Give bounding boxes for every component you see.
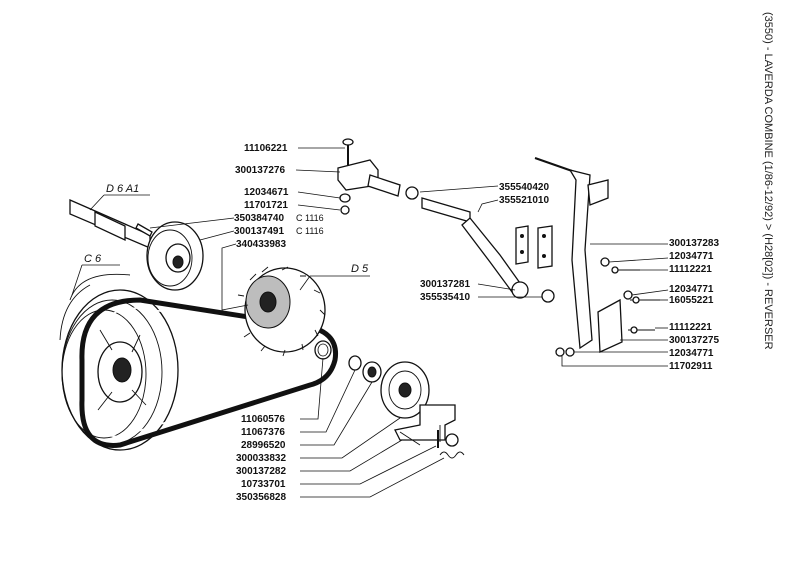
callout-pn: 11702911 bbox=[669, 361, 713, 372]
callouts-right: 300137283 12034771 11112221 12034771 160… bbox=[561, 238, 719, 372]
spring-350356828 bbox=[439, 433, 465, 459]
ref-d6a1: D 6 A1 bbox=[106, 183, 139, 195]
callout-pn: 28996520 bbox=[241, 440, 286, 451]
callout-pn: 16055221 bbox=[669, 295, 714, 306]
washer-355535410 bbox=[541, 289, 555, 303]
plates-small bbox=[515, 225, 553, 269]
bracket-300137276 bbox=[337, 159, 401, 197]
callout-pn: 355540420 bbox=[499, 182, 549, 193]
callout-pn: 12034671 bbox=[244, 187, 289, 198]
callout-pn: 350384740 bbox=[234, 213, 284, 224]
callout-pn: 11060576 bbox=[241, 414, 285, 425]
shaft-assembly bbox=[69, 199, 204, 291]
callout-pn: 355535410 bbox=[420, 292, 470, 303]
washers-small bbox=[339, 193, 351, 215]
circlip-11060576 bbox=[314, 340, 332, 360]
callout-pn: 300137491 bbox=[234, 226, 284, 237]
callout-pn: 11112221 bbox=[669, 322, 712, 333]
gear-d5 bbox=[237, 266, 326, 357]
callouts-mid: 355540420 355521010 300137281 355535410 bbox=[419, 182, 549, 303]
callout-pn: 12034771 bbox=[669, 348, 714, 359]
bolt-11106221 bbox=[342, 138, 354, 165]
right-small-parts bbox=[555, 257, 660, 357]
callout-pn: 355521010 bbox=[499, 195, 549, 206]
callout-pn: 300137276 bbox=[235, 165, 285, 176]
callout-pn: 340433983 bbox=[236, 239, 286, 250]
callout-pn: 300137275 bbox=[669, 335, 719, 346]
drive-belt bbox=[79, 297, 339, 448]
bearing-28996520 bbox=[362, 361, 382, 383]
tension-arm-300137282 bbox=[394, 404, 456, 446]
callout-pn: 300033832 bbox=[236, 453, 286, 464]
ref-d5: D 5 bbox=[351, 263, 369, 275]
link-355521010 bbox=[461, 217, 529, 299]
callout-pn: 300137281 bbox=[420, 279, 470, 290]
callout-pn: 12034771 bbox=[669, 251, 714, 262]
callout-pn: 11112221 bbox=[669, 264, 712, 275]
callout-pn: 300137282 bbox=[236, 466, 286, 477]
rod-355540420 bbox=[405, 186, 471, 223]
idler-pulley-300033832 bbox=[380, 361, 430, 419]
callout-pn: 11067376 bbox=[241, 427, 285, 438]
callouts-bottom: 11060576 11067376 28996520 300033832 300… bbox=[236, 357, 445, 503]
ref-c6: C 6 bbox=[84, 253, 102, 265]
bracket-300137275 bbox=[597, 298, 623, 353]
lever-300137283 bbox=[534, 157, 609, 350]
ring-11067376 bbox=[348, 355, 362, 371]
callout-suffix: C 1116 bbox=[296, 226, 324, 236]
callout-pn: 11701721 bbox=[244, 200, 288, 211]
callouts-left: 11106221 300137276 12034671 11701721 350… bbox=[149, 143, 345, 311]
callout-pn: 350356828 bbox=[236, 492, 286, 503]
callout-pn: 10733701 bbox=[241, 479, 286, 490]
callout-pn: 11106221 bbox=[244, 143, 288, 154]
callout-pn: 300137283 bbox=[669, 238, 719, 249]
callout-suffix: C 1116 bbox=[296, 213, 324, 223]
callout-pn: 12034771 bbox=[669, 284, 714, 295]
